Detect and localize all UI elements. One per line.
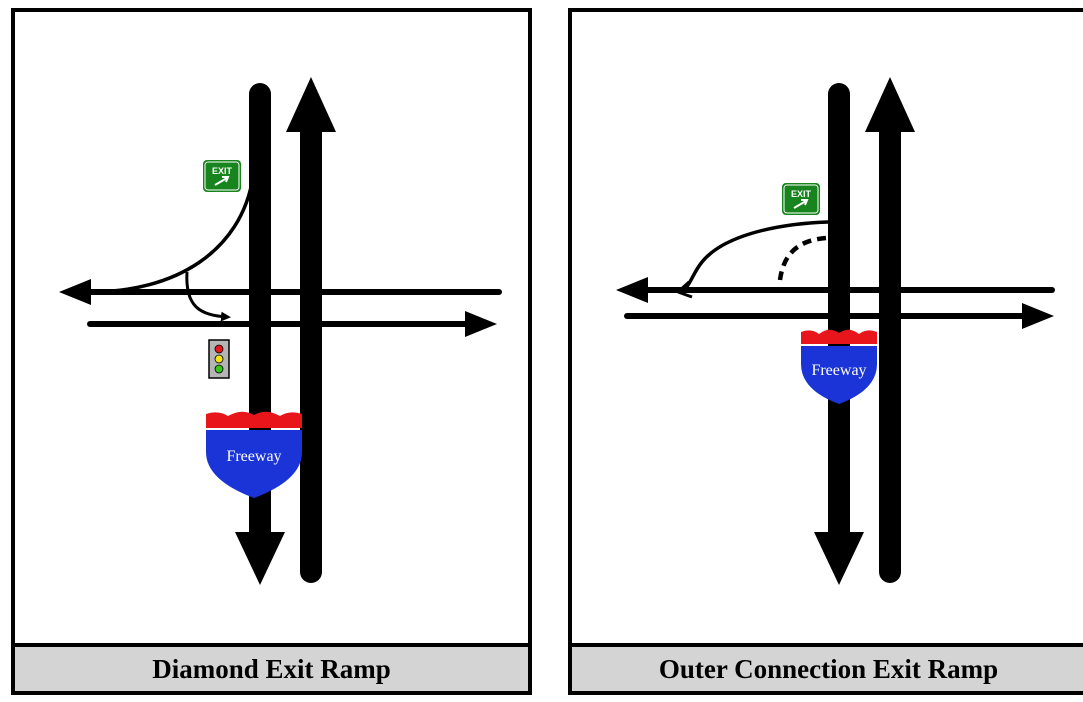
exit-ramp-curve [89, 176, 255, 294]
freeway-shield: Freeway [206, 411, 302, 498]
cross-street-eastbound [87, 311, 497, 337]
outer-connection-exit-ramp-caption: Outer Connection Exit Ramp [572, 643, 1083, 691]
freeway-northbound-lane [865, 77, 915, 583]
freeway-shield: Freeway [801, 329, 877, 404]
exit-sign-text: EXIT [212, 166, 233, 176]
exit-sign: EXIT [782, 183, 820, 215]
outer-connection-exit-ramp-diagram: EXIT Freeway [616, 77, 1055, 585]
freeway-shield-text: Freeway [811, 362, 866, 379]
exit-sign: EXIT [203, 160, 241, 192]
traffic-light-icon [208, 339, 230, 379]
outer-connection-exit-ramp-panel: EXIT Freeway Outer Connection Exit Ramp [568, 8, 1083, 695]
ramp-right-turn-arrow [185, 271, 231, 322]
exit-arrow-icon [793, 199, 809, 209]
freeway-southbound-lane [814, 83, 864, 585]
cross-street-westbound [59, 279, 502, 305]
exit-sign-text: EXIT [791, 189, 812, 199]
dashed-ramp-alternative [777, 235, 827, 281]
exit-arrow-icon [214, 176, 230, 186]
cross-street-westbound [616, 277, 1055, 303]
freeway-shield-text: Freeway [226, 448, 281, 465]
freeway-southbound-lane [235, 83, 285, 585]
diamond-exit-ramp-diagram: EXIT Freeway [59, 77, 502, 585]
ramp-arrow-icon [676, 280, 693, 299]
diamond-exit-ramp-panel: EXIT Freeway Diamond Exit Ramp [11, 8, 532, 695]
diamond-exit-ramp-caption: Diamond Exit Ramp [15, 643, 528, 691]
outer-connection-ramp-curve [679, 220, 829, 294]
freeway-northbound-lane [286, 77, 336, 583]
cross-street-eastbound [624, 303, 1054, 329]
